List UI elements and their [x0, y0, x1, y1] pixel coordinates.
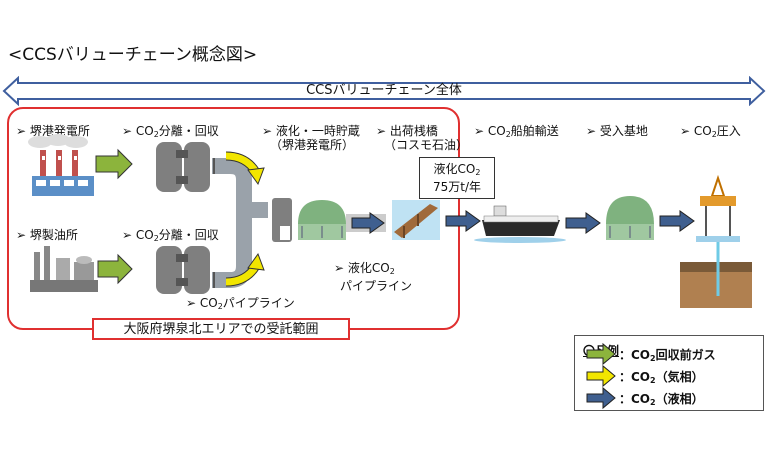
- label-shipping-pier: ➢ 出荷桟橋（コスモ石油）: [376, 124, 469, 152]
- power-plant-icon: [28, 134, 94, 196]
- shipping-pier-icon: [392, 200, 440, 240]
- legend-gas-phase-arrow-icon: [586, 364, 616, 388]
- legend-liquid-phase-arrow-icon: [586, 386, 616, 410]
- label-separation-1: ➢ CO2分離・回収: [122, 124, 219, 139]
- banner-label: CCSバリューチェーン全体: [306, 83, 462, 98]
- separation-unit-icon: [156, 246, 210, 294]
- label-pipeline: ➢ CO2パイプライン: [186, 296, 295, 311]
- gas-phase-arrow-icon: [247, 167, 265, 186]
- gas-arrow-icon: [97, 253, 133, 285]
- separation-unit-icon: [156, 142, 210, 192]
- legend-item-gas: ：CO2回収前ガス: [619, 348, 716, 363]
- storage-tank-icon: [298, 200, 346, 240]
- label-refinery: ➢ 堺製油所: [16, 228, 78, 242]
- label-separation-2: ➢ CO2分離・回収: [122, 228, 219, 243]
- label-receiving-base: ➢ 受入基地: [586, 124, 648, 138]
- refinery-icon: [30, 246, 98, 292]
- gas-phase-arrow-icon: [247, 252, 265, 271]
- label-injection: ➢ CO2圧入: [680, 124, 741, 139]
- legend: 〇凡例 ：CO2回収前ガス ：CO2（気相） ：CO2（液相）: [574, 335, 764, 411]
- liquid-phase-arrow-icon: [565, 212, 601, 234]
- label-liquefaction: ➢ 液化・一時貯蔵（堺港発電所）: [262, 124, 360, 152]
- legend-gas-arrow-icon: [586, 342, 616, 366]
- gas-arrow-icon: [95, 148, 133, 180]
- liquid-phase-arrow-icon: [659, 210, 695, 232]
- legend-swatches: [586, 342, 616, 410]
- liquid-phase-arrow-icon: [351, 212, 385, 234]
- page-title: <CCSバリューチェーン概念図>: [8, 45, 258, 65]
- scope-label: 大阪府堺泉北エリアでの受託範囲: [92, 318, 350, 340]
- offshore-rig-icon: [680, 174, 752, 308]
- liquefaction-unit-icon: [272, 198, 292, 242]
- legend-item-gas-phase: ：CO2（気相）: [619, 370, 704, 385]
- carrier-ship-icon: [474, 205, 566, 243]
- volume-box: 液化CO2 75万t/年: [419, 157, 495, 199]
- liquid-phase-arrow-icon: [445, 210, 481, 232]
- label-ship-transport: ➢ CO2船舶輸送: [474, 124, 559, 139]
- value-chain-banner: [2, 76, 766, 106]
- receiving-tank-icon: [606, 196, 654, 240]
- label-power-plant: ➢ 堺港発電所: [16, 124, 90, 138]
- legend-item-liquid-phase: ：CO2（液相）: [619, 392, 704, 407]
